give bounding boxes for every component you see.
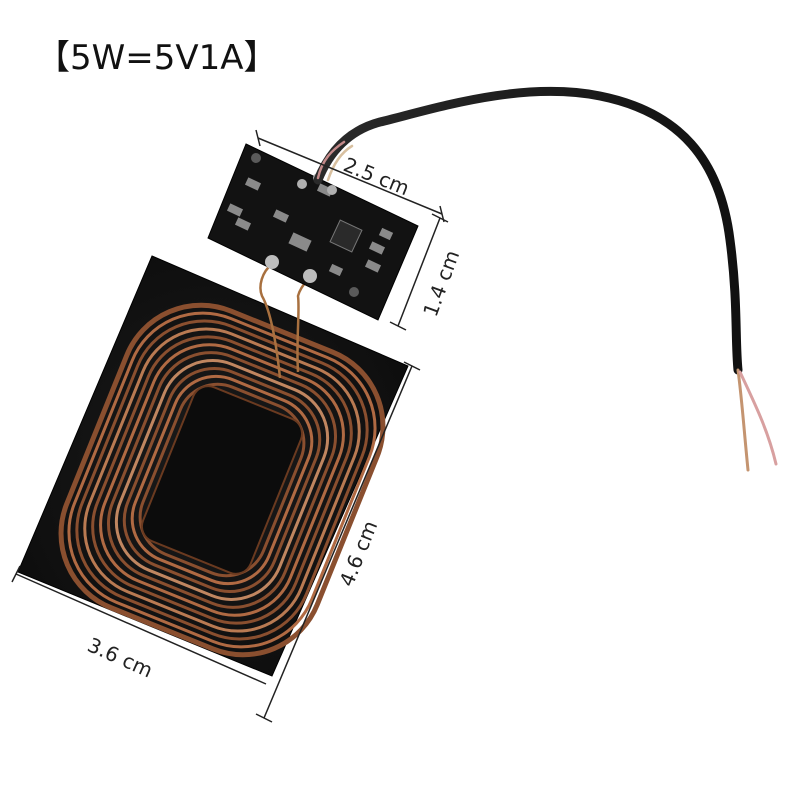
dim-line-coil-width (15, 573, 267, 685)
label-pcb-width: 2.5 cm (340, 152, 413, 200)
pcb-board (207, 143, 419, 321)
ic-chip (329, 219, 363, 253)
solder-pad (349, 287, 359, 297)
label-coil-width: 3.6 cm (84, 633, 156, 683)
dim-line-pcb-width (257, 137, 443, 215)
dim-line-pcb-height (397, 217, 441, 327)
solder-joint (303, 269, 317, 283)
wire-solder-point (297, 179, 307, 189)
dim-line-coil-height (263, 365, 413, 719)
spec-title: 【5W=5V1A】 (36, 38, 278, 78)
dimension-lines (11, 129, 449, 723)
copper-coil (58, 302, 386, 658)
solder-pad (251, 153, 261, 163)
smd-components (226, 177, 394, 277)
usb-cable (313, 86, 778, 472)
wire-solder-point (327, 185, 337, 195)
solder-joint (265, 255, 279, 269)
